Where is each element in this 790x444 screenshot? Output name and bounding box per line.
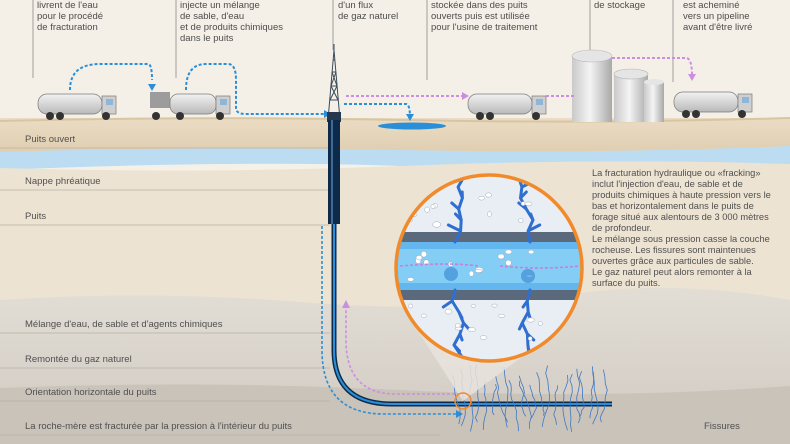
sand-grain xyxy=(480,335,488,340)
water-storage-pit xyxy=(378,122,446,130)
fissure xyxy=(576,368,581,424)
sand-grain xyxy=(474,269,483,273)
fissure xyxy=(491,383,497,416)
pump-truck xyxy=(150,92,231,120)
fissure xyxy=(529,384,537,420)
label-open-well: Puits ouvert xyxy=(25,134,76,145)
label-horizontal-well: Orientation horizontale du puits xyxy=(25,387,157,398)
sand-grain xyxy=(485,192,492,198)
gas-truck xyxy=(673,91,753,118)
sand-grain xyxy=(415,255,423,261)
injection-arrow xyxy=(321,226,460,415)
ground-middle xyxy=(0,161,790,310)
storage-tanks xyxy=(571,49,664,122)
fissure xyxy=(541,365,551,427)
sand-grain xyxy=(468,270,474,277)
fissure xyxy=(536,372,545,416)
fissure xyxy=(562,374,569,431)
gas-return-arrowhead xyxy=(342,300,350,308)
sand-grain xyxy=(518,218,524,223)
sand-grain xyxy=(467,327,476,332)
sand-grain xyxy=(408,303,414,309)
well-casing-highlight xyxy=(331,120,333,224)
fissure xyxy=(599,369,608,423)
sand-grain xyxy=(491,303,498,308)
transfer-truck xyxy=(467,93,547,120)
sand-grain xyxy=(537,321,543,327)
water-flow-arrows xyxy=(69,63,411,119)
sand-grain xyxy=(527,336,533,341)
fissure xyxy=(508,379,519,432)
label-fluid-mix: Mélange d'eau, de sable et d'agents chim… xyxy=(25,319,223,330)
gas-arrowheads xyxy=(462,74,696,100)
label-well: Puits xyxy=(25,211,47,222)
zoom-crack xyxy=(446,175,478,244)
gas-return-arrow xyxy=(345,304,460,395)
fissure xyxy=(578,370,585,418)
sand-grain xyxy=(424,206,430,213)
sand-grain xyxy=(524,201,533,206)
surface-line xyxy=(0,117,790,123)
sand-grain xyxy=(497,253,505,260)
sand-grain xyxy=(498,313,506,318)
sand-grain xyxy=(470,304,476,308)
caption-water-trucks: livrent de l'eau pour le procédé de frac… xyxy=(37,0,104,33)
label-fractured-rock: La roche-mère est fracturée par la press… xyxy=(25,421,292,432)
sand-grain xyxy=(505,259,512,266)
sand-grain xyxy=(420,251,427,258)
sand-grain xyxy=(421,313,427,318)
sand-grain xyxy=(478,196,485,201)
gas-flow-arrows xyxy=(346,57,693,97)
sand-grain xyxy=(487,211,492,218)
sand-grain xyxy=(526,317,535,323)
sand-grain xyxy=(432,221,441,228)
sand-grain xyxy=(407,277,415,282)
caption-pipeline: est acheminé vers un pipeline avant d'êt… xyxy=(683,0,753,33)
zoom-detail xyxy=(394,173,584,363)
fissure xyxy=(495,376,508,423)
caption-water-storage: stockée dans des puits ouverts puis est … xyxy=(431,0,538,33)
drilling-derrick xyxy=(327,44,341,121)
fissure xyxy=(569,373,573,432)
caption-leader-lines xyxy=(32,0,674,82)
label-water-table: Nappe phréatique xyxy=(25,176,101,187)
wellhead xyxy=(327,112,341,122)
fissure xyxy=(503,367,509,428)
fissure xyxy=(519,380,532,429)
sand-grain xyxy=(444,308,453,315)
caption-gas-flow: d'un flux de gaz naturel xyxy=(338,0,399,22)
fissure xyxy=(518,375,527,417)
label-fissures: Fissures xyxy=(704,421,740,432)
well-casing xyxy=(328,120,340,224)
caption-storage: de stockage xyxy=(594,0,646,11)
sand-grain xyxy=(430,204,436,209)
fissure xyxy=(553,385,558,425)
explanation-text: La fracturation hydraulique ou «fracking… xyxy=(592,168,771,288)
water-truck xyxy=(37,93,117,120)
fissure xyxy=(592,366,599,425)
zoom-origin-ring xyxy=(454,392,472,410)
sand-grain xyxy=(528,249,535,255)
sand-grain xyxy=(454,326,463,331)
caption-pump-truck: injecte un mélange de sable, d'eau et de… xyxy=(180,0,283,44)
well-bore-flow xyxy=(333,224,612,405)
sand-grain xyxy=(504,249,513,255)
label-separators xyxy=(0,147,440,436)
injection-arrowhead xyxy=(456,410,463,418)
label-gas-rise: Remontée du gaz naturel xyxy=(25,354,132,365)
